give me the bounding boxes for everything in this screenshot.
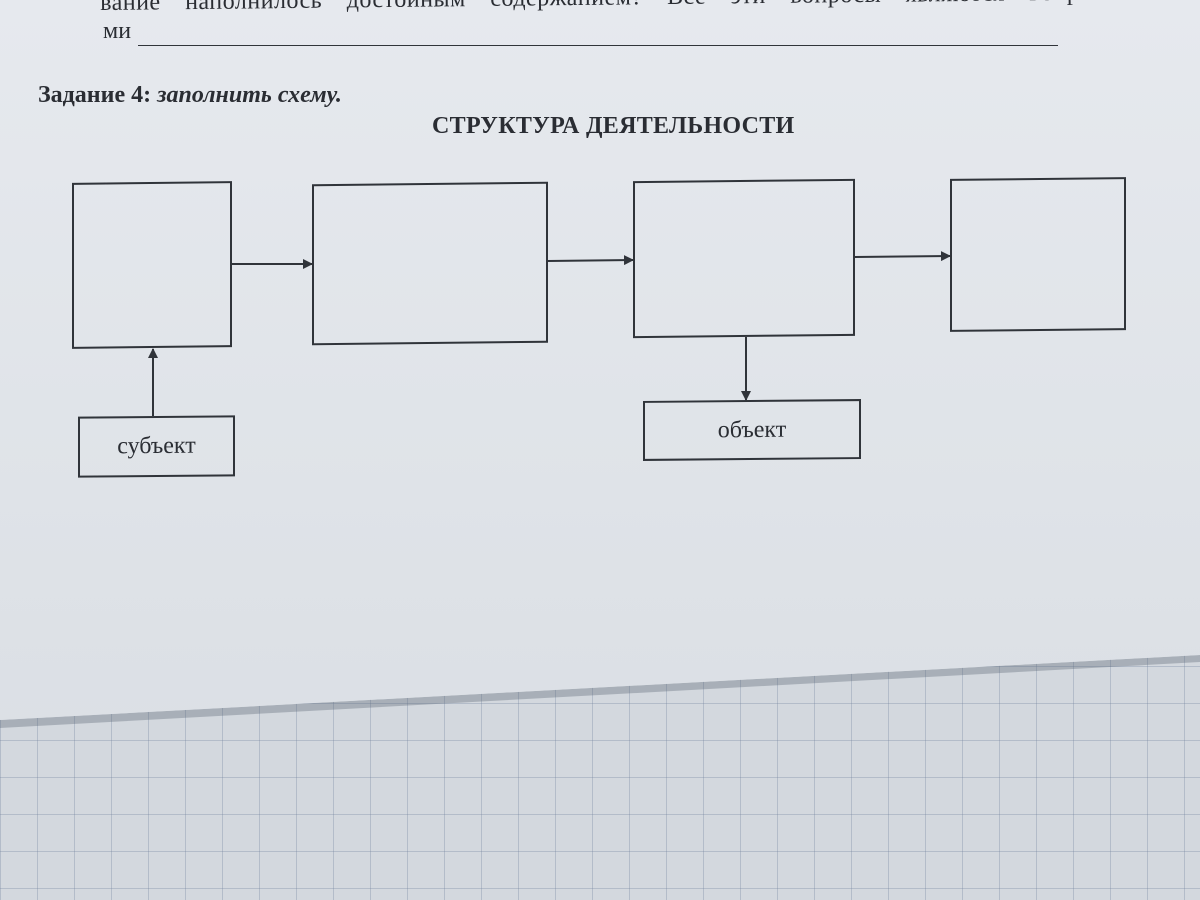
object-box: объект: [643, 399, 861, 461]
empty-box-2[interactable]: [312, 181, 548, 346]
arrow-box-3-to-box-4: [854, 251, 951, 262]
task-number: Задание 4:: [38, 82, 152, 108]
previous-text-line-2: ми: [103, 18, 132, 44]
object-label: объект: [717, 416, 787, 443]
subject-box: субъект: [78, 415, 235, 478]
empty-box-4[interactable]: [950, 177, 1126, 332]
diagram-title: СТРУКТУРА ДЕЯТЕЛЬНОСТИ: [432, 113, 795, 139]
task-heading: Задание 4: заполнить схему.: [38, 82, 342, 109]
previous-text-line-1: вание наполнилось достойным содержанием?…: [100, 0, 1170, 17]
empty-box-3[interactable]: [633, 178, 855, 339]
task-instruction: заполнить схему.: [157, 82, 342, 108]
subject-label: субъект: [117, 432, 196, 460]
arrow-box-2-to-box-3: [547, 255, 634, 266]
empty-box-1[interactable]: [72, 181, 232, 349]
answer-underline: [138, 45, 1058, 46]
